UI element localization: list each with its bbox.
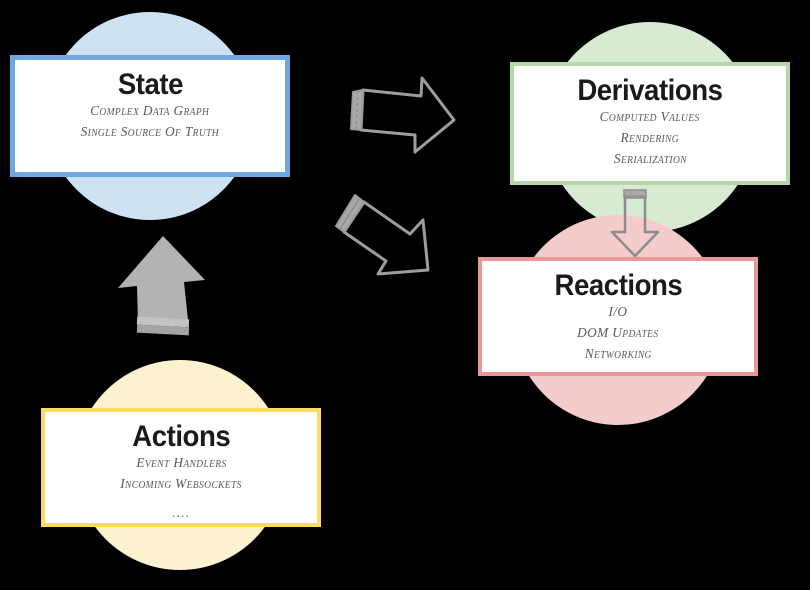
node-card-reactions[interactable]: Reactions I/O DOM Updates Networking [478,257,758,376]
arrow-down-right-icon [324,184,454,294]
node-card-derivations[interactable]: Derivations Computed Values Rendering Se… [510,62,790,185]
node-subtitle-reactions-0: I/O [608,304,628,320]
arrow-down-icon [606,186,666,262]
node-title-state: State [117,68,183,101]
node-subtitle-reactions-2: Networking [584,346,652,362]
node-subtitle-derivations-0: Computed Values [600,109,700,125]
node-card-state[interactable]: State Complex Data Graph Single Source O… [10,55,290,177]
node-subtitle-actions-2: .... [171,504,191,520]
node-subtitle-derivations-1: Rendering [620,130,680,146]
node-subtitle-derivations-2: Serialization [613,151,687,167]
node-title-derivations: Derivations [577,74,723,107]
arrow-up-icon [113,232,217,338]
node-subtitle-state-1: Single Source Of Truth [80,124,220,140]
node-subtitle-actions-1: Incoming Websockets [120,476,242,492]
node-title-reactions: Reactions [554,269,682,302]
node-subtitle-reactions-1: DOM Updates [577,325,659,341]
node-title-actions: Actions [131,420,230,453]
node-subtitle-actions-0: Event Handlers [135,455,227,471]
node-subtitle-state-0: Complex Data Graph [90,103,210,119]
arrow-right-icon [336,62,466,177]
node-card-actions[interactable]: Actions Event Handlers Incoming Websocke… [41,408,321,527]
